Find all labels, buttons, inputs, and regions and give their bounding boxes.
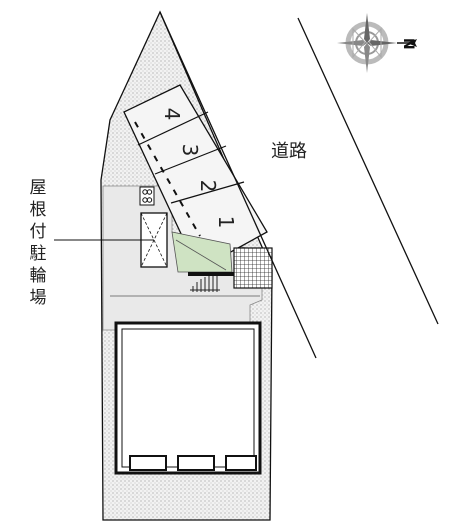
utility-box	[139, 186, 155, 206]
bicycle-parking-label: 屋 根 付 駐 輪 場	[30, 178, 47, 308]
building	[110, 295, 262, 475]
road	[159, 11, 439, 359]
label-char: 根	[30, 200, 47, 220]
label-char: 付	[30, 222, 47, 242]
compass-rose-icon	[337, 13, 417, 73]
parking-space-number: 2	[196, 180, 220, 193]
label-char: 駐	[30, 244, 47, 264]
parking-space-number: 3	[178, 144, 202, 157]
parking-space-number: 1	[214, 216, 238, 229]
label-char: 場	[30, 288, 47, 308]
entry-gate	[188, 272, 236, 276]
road-label: 道路	[271, 141, 307, 162]
parking-space-number: 4	[160, 108, 184, 121]
building-balcony-notches	[129, 455, 257, 471]
compass-north-letter: N	[400, 38, 416, 50]
stairs	[190, 276, 220, 292]
parking-space-labels: 1 2 3 4	[160, 108, 238, 229]
label-char: 屋	[30, 178, 47, 198]
label-char: 輪	[30, 266, 47, 286]
parking-area	[123, 84, 268, 271]
paving-grid	[233, 247, 273, 289]
planting-bed	[171, 231, 233, 273]
